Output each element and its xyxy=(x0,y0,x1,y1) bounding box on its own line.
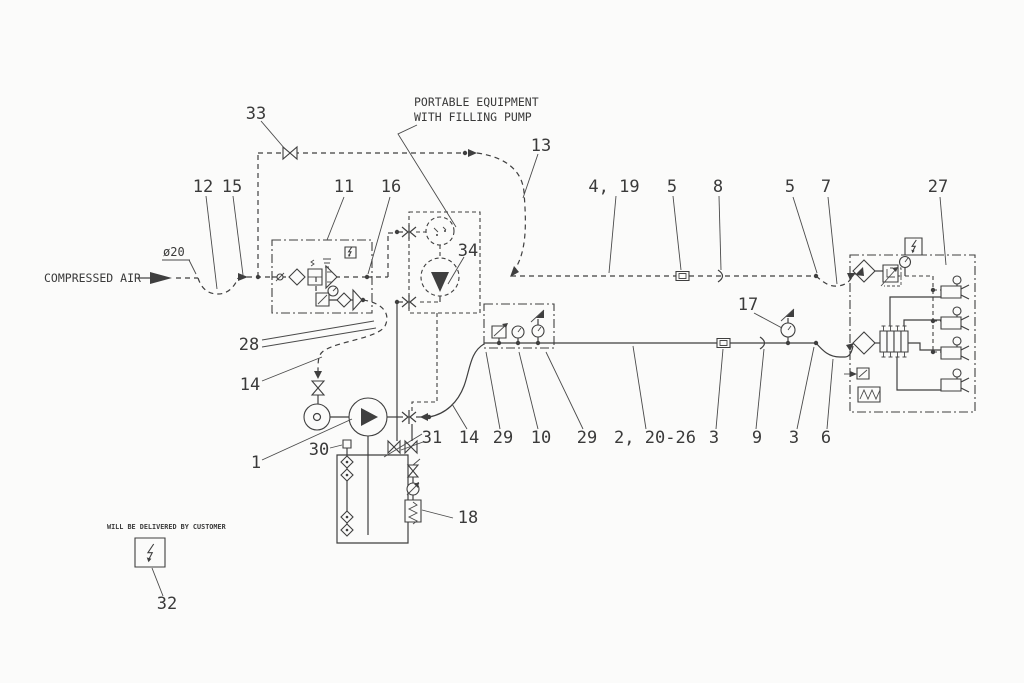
callout-5b: 5 xyxy=(785,177,795,197)
vent-valve xyxy=(312,381,324,395)
callout-28: 28 xyxy=(239,335,259,355)
pipe-diameter-label: ø20 xyxy=(163,245,185,259)
callout-29a: 29 xyxy=(493,428,513,448)
portable-equipment-note: PORTABLE EQUIPMENT WITH FILLING PUMP xyxy=(398,95,539,227)
callout-30: 30 xyxy=(309,440,329,460)
mini-muffler xyxy=(323,259,331,267)
callout-15: 15 xyxy=(222,177,242,197)
main-air-line xyxy=(511,270,856,286)
discharge-line-14 xyxy=(429,344,484,417)
check-valve xyxy=(402,410,416,424)
main-pipe-right xyxy=(717,309,854,357)
flow-arrow xyxy=(238,273,248,281)
portable-note-line2: WITH FILLING PUMP xyxy=(414,110,532,124)
test-valve-icon xyxy=(781,309,794,321)
callout-31: 31 xyxy=(422,428,442,448)
level-indicator xyxy=(341,456,353,536)
customer-note-label: WILL BE DELIVERED BY CUSTOMER xyxy=(107,523,227,531)
pipe-6 xyxy=(816,343,853,357)
callout-12: 12 xyxy=(193,177,213,197)
flow-arrow xyxy=(150,272,172,284)
compressed-air-inlet: COMPRESSED AIR ø20 xyxy=(44,245,272,294)
coupling-lines xyxy=(367,225,426,277)
relief-spring xyxy=(311,260,314,266)
quick-coupling-bottom xyxy=(402,295,416,309)
heater-icon xyxy=(858,387,880,402)
level-switch xyxy=(844,368,869,379)
pressure-switch-29 xyxy=(492,326,506,338)
drain-valve xyxy=(408,459,420,477)
instrument-group xyxy=(484,304,816,348)
breather-30 xyxy=(343,440,351,448)
flow-arrow xyxy=(468,149,477,157)
callout-14b: 14 xyxy=(459,428,479,448)
portable-note-line1: PORTABLE EQUIPMENT xyxy=(414,95,539,109)
callout-1: 1 xyxy=(251,453,261,473)
hose-7 xyxy=(816,276,852,286)
hose-fitting-5 xyxy=(676,272,689,281)
test-valve-icon xyxy=(531,310,544,322)
motor-pump-unit xyxy=(304,300,484,455)
callout-2-20-26: 2, 20-26 xyxy=(614,428,696,448)
callout-9: 9 xyxy=(752,428,762,448)
callout-4-19: 4, 19 xyxy=(588,177,639,197)
actuator-row xyxy=(941,276,969,392)
callout-5a: 5 xyxy=(667,177,677,197)
callout-17: 17 xyxy=(738,295,758,315)
pipe-crossover-9 xyxy=(760,337,765,349)
callout-3a: 3 xyxy=(709,428,719,448)
oil-filter-icon xyxy=(853,332,875,354)
callout-27: 27 xyxy=(928,177,948,197)
filter-icon xyxy=(337,293,351,307)
hose-13 xyxy=(477,153,525,272)
leader-lines xyxy=(206,121,946,518)
air-prep-unit-11 xyxy=(272,240,372,313)
callout-11: 11 xyxy=(334,177,354,197)
callout-32: 32 xyxy=(157,594,177,614)
callout-7: 7 xyxy=(821,177,831,197)
callout-33: 33 xyxy=(246,104,266,124)
callout-13: 13 xyxy=(531,136,551,156)
callout-16: 16 xyxy=(381,177,401,197)
callout-18: 18 xyxy=(458,508,478,528)
callout-10: 10 xyxy=(531,428,551,448)
hand-pump-icon xyxy=(426,217,454,245)
bypass-line xyxy=(258,147,525,277)
callout-labels: 33 12 15 11 16 13 4, 19 5 8 5 7 27 34 17… xyxy=(157,104,948,614)
callout-3b: 3 xyxy=(789,428,799,448)
filter-icon xyxy=(289,269,305,285)
air-filter-icon xyxy=(853,260,875,282)
muffler-icon xyxy=(326,266,337,288)
callout-8: 8 xyxy=(713,177,723,197)
motor-icon xyxy=(304,404,330,430)
vent-valves-31 xyxy=(384,434,422,457)
hose-crossover-8 xyxy=(718,270,723,282)
pipe-fitting-3 xyxy=(717,339,730,348)
portable-filling-pump-34 xyxy=(394,212,480,411)
distributor-block xyxy=(880,326,908,357)
compressed-air-label: COMPRESSED AIR xyxy=(44,271,141,285)
oil-tank xyxy=(337,424,422,543)
callout-14a: 14 xyxy=(240,375,260,395)
callout-6: 6 xyxy=(821,428,831,448)
filling-line xyxy=(412,313,437,411)
muffler-icon xyxy=(353,290,362,310)
callout-29b: 29 xyxy=(577,428,597,448)
consumer-unit-27 xyxy=(844,238,975,412)
callout-34: 34 xyxy=(458,241,478,261)
shutoff-valve-33 xyxy=(283,147,290,159)
hose-dip xyxy=(198,278,238,294)
customer-delivery-note: WILL BE DELIVERED BY CUSTOMER xyxy=(107,523,227,596)
